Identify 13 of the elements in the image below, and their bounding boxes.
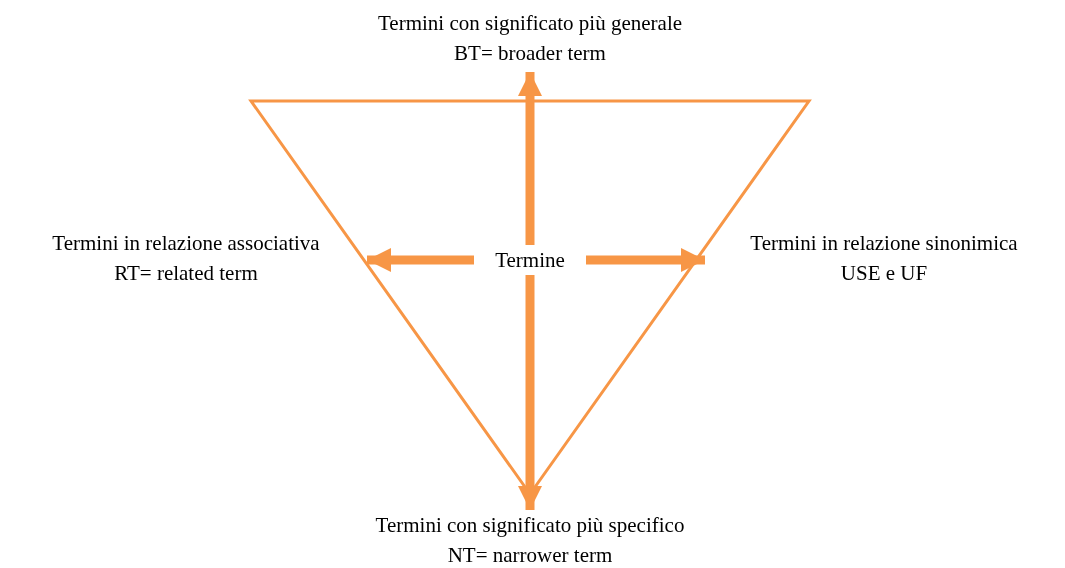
- arrow: [586, 248, 705, 272]
- body-text: USE e UF: [839, 260, 929, 287]
- heading-text: Termini con significato più generale: [376, 10, 684, 37]
- arrow: [518, 72, 542, 245]
- heading-text: Termini in relazione sinonimica: [749, 230, 1019, 257]
- arrow: [367, 248, 474, 272]
- arrow: [518, 275, 542, 510]
- body-text: NT= narrower term: [446, 542, 614, 568]
- term-label: Termine: [494, 247, 566, 274]
- heading-text: Termini con significato più specifico: [374, 512, 686, 539]
- body-text: BT= broader term: [453, 40, 607, 67]
- body-text: RT= related term: [113, 260, 259, 287]
- heading-text: Termini in relazione associativa: [51, 230, 321, 257]
